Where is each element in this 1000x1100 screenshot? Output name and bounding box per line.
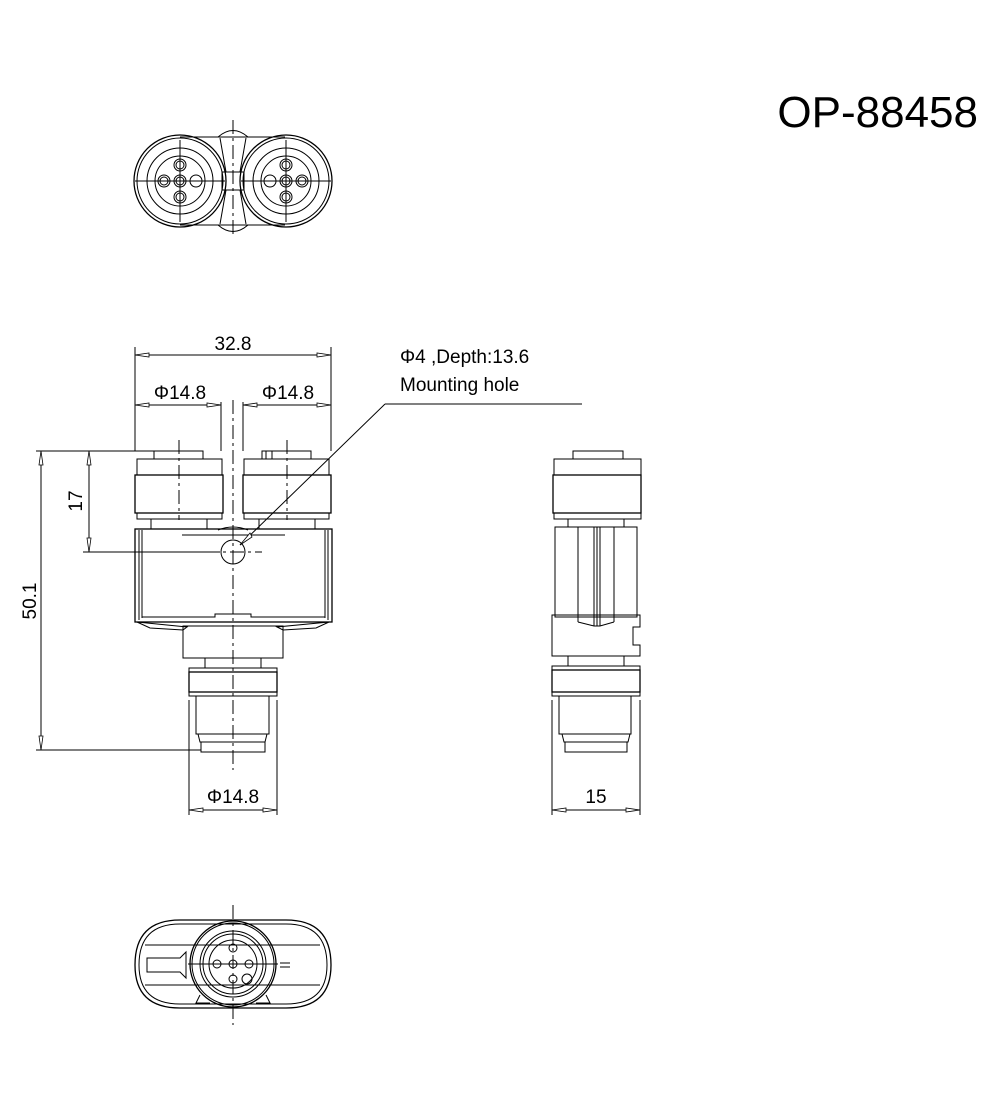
dim-hole-height: 17 (66, 490, 87, 511)
dim-left-port-diameter: Φ14.8 (154, 383, 206, 404)
mounting-hole-callout: Φ4 ,Depth:13.6 Mounting hole (239, 347, 582, 546)
top-right-connector (239, 134, 333, 228)
top-left-connector (133, 134, 227, 228)
hole-label-text: Mounting hole (400, 375, 519, 396)
dim-overall-width: 32.8 (215, 334, 252, 355)
hole-spec-text: Φ4 ,Depth:13.6 (400, 347, 529, 368)
top-view (133, 120, 333, 235)
front-dimensions: 32.8 Φ14.8 Φ14.8 50.1 17 Φ14.8 (20, 334, 332, 815)
dim-bottom-port-diameter: Φ14.8 (207, 787, 259, 808)
mounting-hole (220, 539, 246, 565)
dim-overall-height: 50.1 (20, 583, 41, 620)
bottom-view (134, 905, 332, 1025)
part-number-title: OP-88458 (777, 88, 978, 137)
side-view (551, 450, 642, 753)
side-dimensions: 15 (551, 700, 641, 815)
front-view (134, 400, 333, 770)
dim-side-width: 15 (585, 787, 606, 808)
dim-right-port-diameter: Φ14.8 (262, 383, 314, 404)
